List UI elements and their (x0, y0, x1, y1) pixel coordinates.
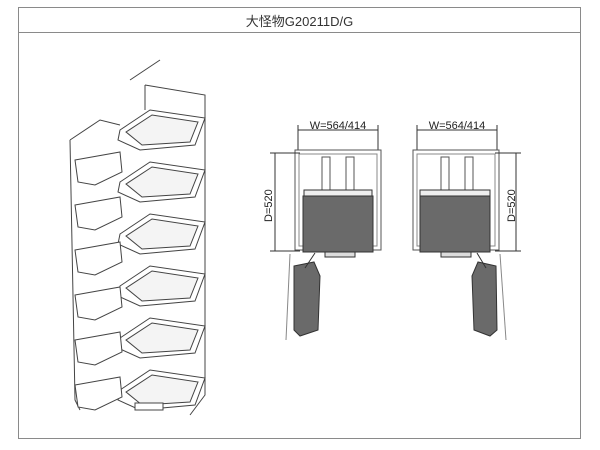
shelf-basket-inner (125, 270, 199, 302)
handle (134, 402, 164, 411)
shelf-basket-inner (125, 114, 199, 146)
door-basket (293, 261, 321, 337)
door-basket (74, 331, 123, 366)
depth-label: D=520 (263, 189, 275, 222)
shelf-basket (302, 195, 374, 253)
door-basket (74, 196, 123, 231)
shelf-basket (419, 195, 491, 253)
top-view-right: W=564/414 D=520 (412, 120, 521, 341)
top-rail (129, 59, 161, 81)
frame-post (144, 84, 206, 416)
width-label: W=564/414 (310, 120, 367, 132)
drawing-frame: 大怪物G20211D/G (18, 7, 581, 439)
width-label: W=564/414 (429, 120, 486, 132)
shelf-basket-inner (125, 322, 199, 354)
door-basket (74, 376, 123, 411)
shelf-basket-inner (125, 218, 199, 250)
door-basket (74, 241, 123, 276)
shelf-basket-inner (125, 166, 199, 198)
door-basket (471, 261, 498, 337)
depth-label: D=520 (506, 189, 518, 222)
door-rack-top (69, 119, 121, 141)
title-bar: 大怪物G20211D/G (19, 8, 580, 33)
top-view-left: W=564/414 D=520 (263, 120, 382, 341)
door-basket (74, 151, 123, 186)
isometric-pantry-unit (69, 59, 206, 416)
door-basket (74, 286, 123, 321)
product-title: 大怪物G20211D/G (245, 13, 354, 29)
